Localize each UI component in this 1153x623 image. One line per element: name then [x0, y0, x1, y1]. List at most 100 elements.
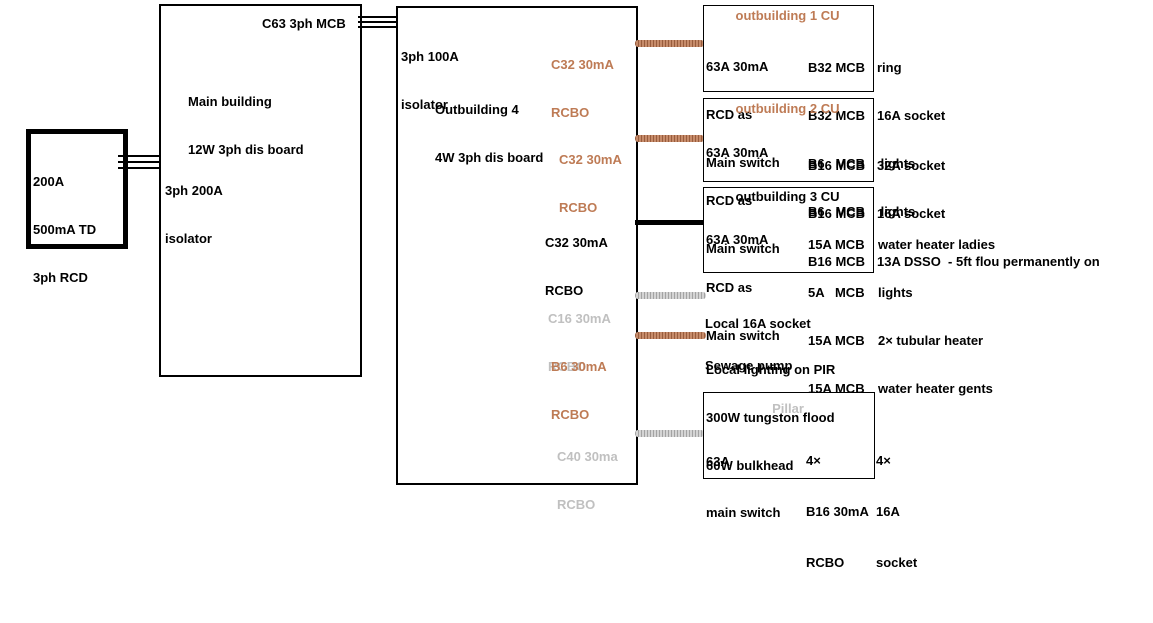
cu3-load-row: water heater ladies	[878, 237, 996, 252]
pillar-box	[703, 392, 875, 479]
feeder6-cable	[635, 430, 704, 437]
cu1-load-row: lights	[877, 156, 916, 171]
submain-phase-wire-1	[358, 16, 396, 18]
cu1-load-row: ring	[877, 60, 902, 75]
feeder6-kind: RCBO	[557, 497, 596, 512]
cu3-title: outbuilding 3 CU	[735, 189, 840, 204]
incomer-trip-delay: 500mA TD	[33, 222, 97, 237]
pillar-load-line2: 16A	[876, 504, 900, 519]
feeder2-rcbo-label: C32 30mA RCBO	[559, 120, 622, 248]
feeder4-rcbo-label: C16 30mA RCBO	[548, 279, 611, 407]
cu2-box	[703, 98, 874, 182]
cu2-main-switch: 63A 30mA RCD as Main switch	[706, 113, 780, 289]
local-lighting-line3: 60W bulkhead	[706, 458, 794, 473]
pillar-main-line2: main switch	[706, 505, 781, 520]
incomer-type: 3ph RCD	[33, 270, 88, 285]
cu1-load-column: ring 16A socket lights lights	[877, 28, 945, 252]
cu2-main-line1: 63A 30mA	[706, 145, 769, 160]
cu2-load-column: 32A socket 16A socket 13A DSSO - 5ft flo…	[877, 126, 1100, 302]
cu1-load-row: 16A socket	[877, 108, 946, 123]
local-lighting-line1: Local lighting on PIR	[706, 362, 836, 377]
feeder6-rcbo-label: C40 30ma RCBO	[557, 417, 618, 545]
cu1-mcb-column: B32 MCB B32 MCB B6 MCB B6 MCB	[808, 28, 865, 252]
pillar-load-column: 4× 16A socket	[876, 418, 917, 605]
feeder1-device: C32 30mA	[551, 57, 614, 72]
supply-phase-wire-3	[118, 167, 160, 169]
cu2-load-row: 16A socket	[877, 206, 946, 221]
supply-phase-wire-2	[118, 161, 160, 163]
feeder2-kind: RCBO	[559, 200, 598, 215]
cu2-title: outbuilding 2 CU	[735, 101, 840, 116]
isolator-200a-label: 3ph 200A isolator	[165, 151, 223, 279]
cu1-main-line1: 63A 30mA	[706, 59, 769, 74]
outbuilding4-title-line2: 4W 3ph dis board	[435, 150, 544, 165]
cu3-load-row: 2× tubular heater	[878, 333, 984, 348]
incomer-rcd-box	[26, 129, 128, 249]
pillar-rcbo-line2: B16 30mA	[806, 504, 869, 519]
feeder5-rcbo-label: B6 30mA RCBO	[551, 327, 607, 455]
feeder1-kind: RCBO	[551, 105, 590, 120]
supply-phase-wire-1	[118, 155, 160, 157]
main-building-title-line2: 12W 3ph dis board	[188, 142, 304, 157]
cu2-mcb-row: B16 MCB	[808, 206, 866, 221]
cu3-load-row: lights	[878, 285, 913, 300]
isolator-200a-line1: 3ph 200A	[165, 183, 223, 198]
feeder3-device: C32 30mA	[545, 235, 608, 250]
isolator-200a-line2: isolator	[165, 231, 212, 246]
main-building-board-box	[159, 4, 362, 377]
isolator-100a-line2: isolator	[401, 97, 448, 112]
cu1-mcb-row: B32 MCB	[808, 60, 866, 75]
main-building-title: Main building 12W 3ph dis board	[188, 62, 304, 190]
cu1-main-line3: Main switch	[706, 155, 780, 170]
cu3-main-line1: 63A 30mA	[706, 232, 769, 247]
pillar-title: Pillar	[772, 401, 804, 416]
pillar-load-line1: 4×	[876, 453, 891, 468]
local-socket-line2: Sewage pump	[705, 358, 793, 373]
feeder4-device: C16 30mA	[548, 311, 611, 326]
cu2-main-line2: RCD as	[706, 193, 753, 208]
cu3-load-row: water heater gents	[878, 381, 993, 396]
isolator-100a-label: 3ph 100A isolator	[401, 17, 459, 145]
feeder4-kind: RCBO	[548, 359, 587, 374]
cu2-main-line3: Main switch	[706, 241, 780, 256]
feeder3-kind: RCBO	[545, 283, 584, 298]
pillar-rcbo-line1: 4×	[806, 453, 821, 468]
cu1-title: outbuilding 1 CU	[735, 8, 840, 23]
cu3-mcb-row: 5A MCB	[808, 285, 865, 300]
main-building-title-line1: Main building	[188, 94, 272, 109]
local-lighting-label: Local lighting on PIR 300W tungston floo…	[706, 330, 835, 506]
feeder1-rcbo-label: C32 30mA RCBO	[551, 25, 614, 153]
cu2-load-row: 32A socket	[877, 158, 946, 173]
outbuilding4-board-box	[396, 6, 638, 485]
cu3-mcb-row: 15A MCB	[808, 237, 865, 252]
incomer-rating: 200A	[33, 174, 65, 189]
cu1-mcb-row: B6 MCB	[808, 204, 866, 219]
local-lighting-line2: 300W tungston flood	[706, 410, 835, 425]
incomer-rcd-label: 200A 500mA TD 3ph RCD	[33, 142, 96, 318]
cu3-main-line2: RCD as	[706, 280, 753, 295]
cu1-main-switch: 63A 30mA RCD as Main switch	[706, 27, 780, 203]
pillar-main-switch: 63A main switch	[706, 419, 780, 555]
cu3-load-column: water heater ladies lights 2× tubular he…	[878, 205, 995, 429]
submain-phase-wire-3	[358, 26, 396, 28]
cu2-mcb-column: B16 MCB B16 MCB B16 MCB	[808, 126, 865, 302]
cu3-main-line3: Main switch	[706, 328, 780, 343]
c63-mcb-label: C63 3ph MCB	[262, 16, 346, 31]
feeder2-device: C32 30mA	[559, 152, 622, 167]
cu2-mcb-row: B16 MCB	[808, 254, 866, 269]
feeder2-cable	[635, 135, 704, 142]
outbuilding4-title: Outbuilding 4 4W 3ph dis board	[435, 70, 543, 198]
cu2-mcb-row: B16 MCB	[808, 158, 866, 173]
feeder3-rcbo-label: C32 30mA RCBO	[545, 203, 608, 331]
cu3-main-switch: 63A 30mA RCD as Main switch	[706, 200, 780, 376]
feeder5-device: B6 30mA	[551, 359, 607, 374]
cu1-main-line2: RCD as	[706, 107, 753, 122]
submain-phase-wire-2	[358, 21, 396, 23]
feeder5-kind: RCBO	[551, 407, 590, 422]
local-socket-line1: Local 16A socket	[705, 316, 811, 331]
pillar-load-line3: socket	[876, 555, 918, 570]
pillar-rcbo-line3: RCBO	[806, 555, 845, 570]
isolator-100a-line1: 3ph 100A	[401, 49, 459, 64]
pillar-rcbo-column: 4× B16 30mA RCBO	[806, 418, 869, 605]
